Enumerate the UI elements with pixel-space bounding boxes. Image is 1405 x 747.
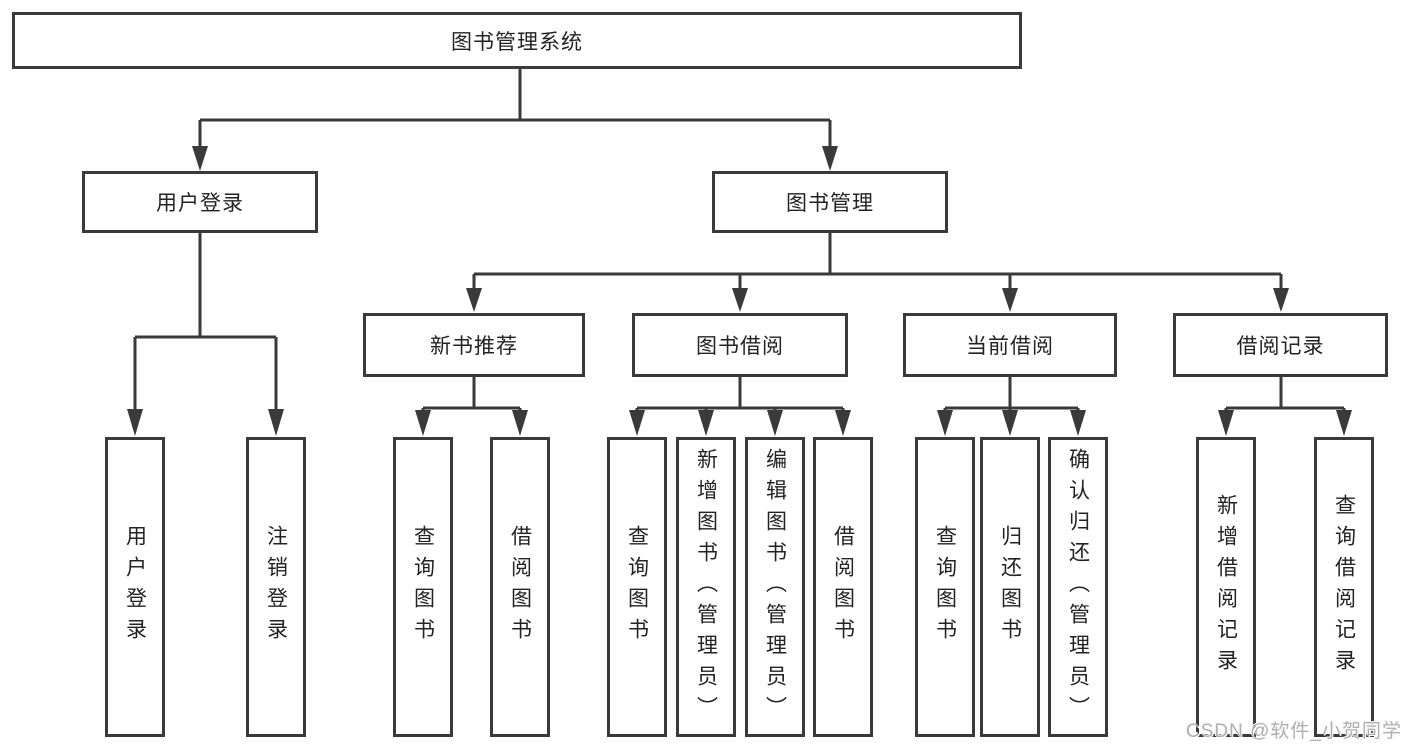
leaf-query-borrow-record: 查询借阅记录 (1314, 437, 1374, 737)
leaf-add-book-admin: 新增图书（管理员） (676, 437, 736, 737)
leaf-borrow-books-recommend: 借阅图书 (490, 437, 550, 737)
connector-user-login-to-leaves (127, 233, 284, 436)
leaf-edit-book-admin: 编辑图书（管理员） (745, 437, 805, 737)
node-current-borrow: 当前借阅 (903, 313, 1117, 377)
node-book-borrow: 图书借阅 (632, 313, 848, 377)
connector-new-book-recommend-to-leaves (415, 377, 528, 436)
leaf-return-book: 归还图书 (980, 437, 1040, 737)
node-root-library-system: 图书管理系统 (12, 12, 1022, 69)
leaf-user-login: 用户登录 (105, 437, 165, 737)
leaf-query-books-borrow: 查询图书 (607, 437, 667, 737)
connector-borrow-records-to-leaves (1218, 377, 1352, 436)
connector-root-to-level2 (192, 69, 838, 171)
connector-book-borrow-to-leaves (629, 377, 851, 436)
leaf-query-books-recommend: 查询图书 (393, 437, 453, 737)
leaf-confirm-return-admin: 确认归还（管理员） (1048, 437, 1108, 737)
connector-current-borrow-to-leaves (937, 377, 1086, 436)
connector-book-management-to-level3 (466, 233, 1289, 312)
leaf-add-borrow-record: 新增借阅记录 (1196, 437, 1256, 737)
node-user-login: 用户登录 (82, 171, 318, 233)
node-borrow-records: 借阅记录 (1173, 313, 1388, 377)
csdn-watermark: CSDN @软件_小贺同学 (1186, 721, 1402, 742)
node-new-book-recommend: 新书推荐 (363, 313, 585, 377)
leaf-logout: 注销登录 (246, 437, 306, 737)
leaf-borrow-books: 借阅图书 (813, 437, 873, 737)
node-book-management: 图书管理 (712, 171, 948, 233)
leaf-query-books-current: 查询图书 (915, 437, 975, 737)
